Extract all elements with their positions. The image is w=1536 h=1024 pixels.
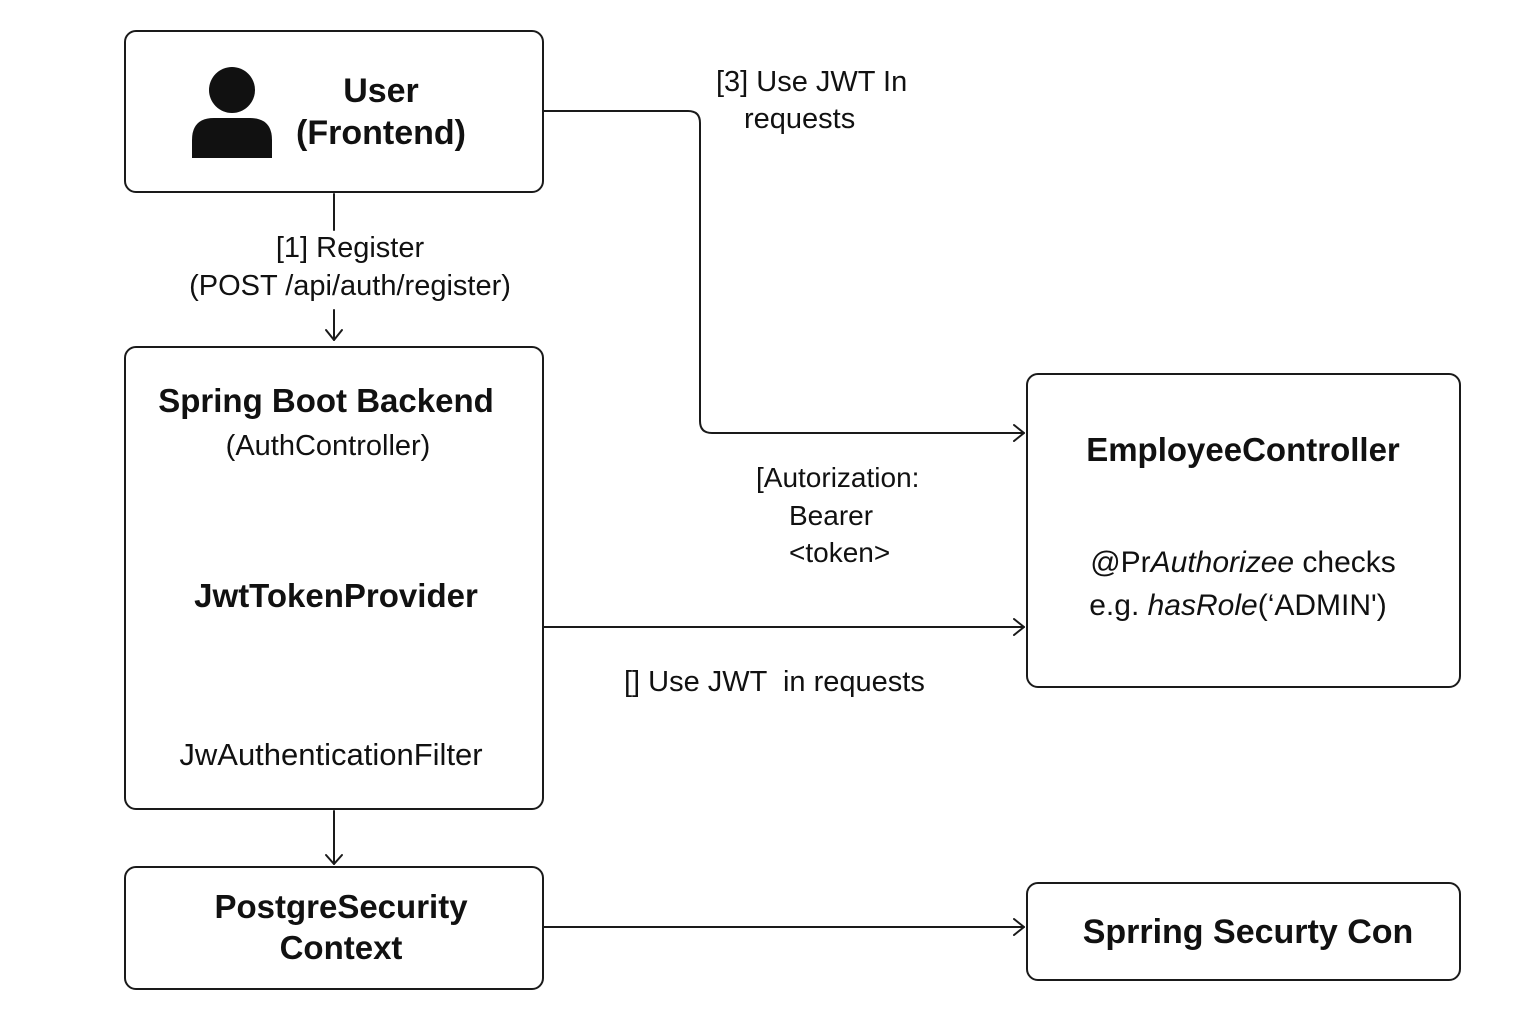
jwt-token-provider-label: JwtTokenProvider xyxy=(194,577,478,614)
postgre-security-title: PostgreSecurity Context xyxy=(126,888,556,967)
has-role-example: e.g. hasRole(‘ADMIN') xyxy=(1028,589,1448,624)
user-icon xyxy=(192,67,272,158)
use-jwt-top-line2: requests xyxy=(744,103,856,136)
use-jwt-top-label: [3] Use JWT In requests xyxy=(716,66,907,137)
authorization-line2: Bearer xyxy=(789,500,874,532)
authorization-line3: <token> xyxy=(789,537,891,569)
example-italic: hasRole xyxy=(1147,589,1258,622)
register-arrowhead xyxy=(325,329,343,341)
annotation-prefix: @Pr xyxy=(1090,546,1151,579)
user-title: User (Frontend) xyxy=(276,72,486,153)
register-label-line1: [1] Register xyxy=(275,232,425,264)
example-prefix: e.g. xyxy=(1089,589,1148,622)
employee-controller-box: EmployeeController @PrAuthorizee checks … xyxy=(1026,373,1461,688)
postgre-to-security-arrowhead xyxy=(1013,918,1025,936)
use-jwt-bottom-label: [] Use JWT in requests xyxy=(624,666,925,698)
annotation-italic: Authorizee xyxy=(1150,546,1295,579)
use-jwt-top-line1: [3] Use JWT In xyxy=(716,66,908,98)
user-title-line2: (Frontend) xyxy=(296,114,466,153)
spring-security-box: Sprring Securty Con xyxy=(1026,882,1461,981)
backend-title: Spring Boot Backend xyxy=(158,382,494,419)
preauthorize-annotation: @PrAuthorizee checks xyxy=(1028,546,1458,581)
postgre-title-line2: Context xyxy=(279,928,403,966)
user-title-line1: User xyxy=(343,72,419,110)
annotation-suffix: checks xyxy=(1294,546,1396,579)
register-label-endpoint: (POST /api/auth/register) xyxy=(189,270,511,303)
register-label: [1] Register (POST /api/auth/register) xyxy=(170,232,530,304)
use-jwt-top-arrowhead xyxy=(1013,424,1025,442)
auth-controller-label: (AuthController) xyxy=(225,430,431,462)
employee-controller-title: EmployeeController xyxy=(1086,431,1400,468)
jwt-authentication-filter-label: JwAuthenticationFilter xyxy=(179,737,483,772)
use-jwt-top-line xyxy=(543,110,1025,434)
use-jwt-bottom-arrowhead xyxy=(1013,618,1025,636)
authorization-header-label: [Autorization: Bearer <token> xyxy=(756,462,919,570)
backend-to-postgre-arrowhead xyxy=(325,854,343,865)
authorization-line1: [Autorization: xyxy=(756,462,920,493)
postgre-title-line1: PostgreSecurity xyxy=(214,888,468,925)
user-frontend-box: User (Frontend) xyxy=(124,30,544,193)
postgre-security-context-box: PostgreSecurity Context xyxy=(124,866,544,990)
example-suffix: (‘ADMIN') xyxy=(1257,589,1387,622)
spring-boot-backend-box: Spring Boot Backend (AuthController) Jwt… xyxy=(124,346,544,810)
spring-security-title: Sprring Securty Con xyxy=(1082,913,1414,951)
